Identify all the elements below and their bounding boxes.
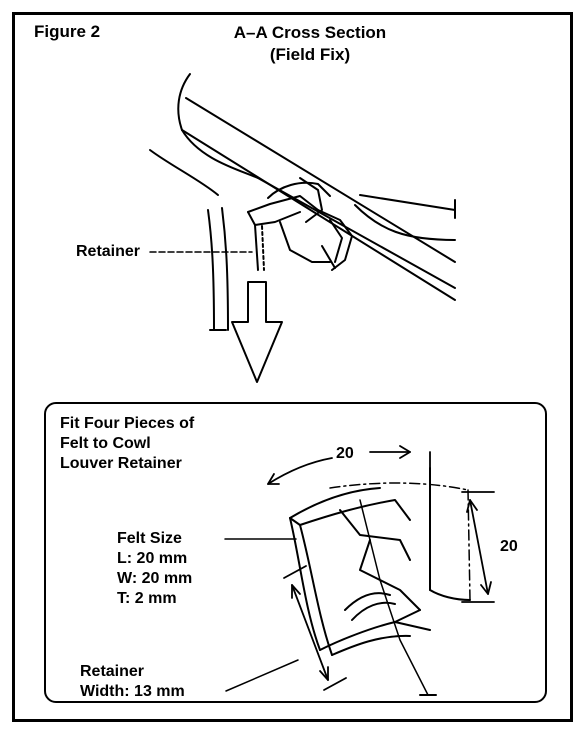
retainer-title: Retainer [80,663,145,680]
detail-view-box [44,402,547,703]
dimension-top-value: 20 [336,445,354,462]
dimension-top-arrow [267,445,431,485]
retainer-width-leader-line [225,659,299,692]
retainer-label: Retainer [76,243,141,260]
felt-retainer-detail [289,467,471,696]
felt-size-spec: Felt Size L: 20 mm W: 20 mm T: 2 mm [117,529,192,609]
dimension-retainer-width [283,565,347,691]
felt-width: W: 20 mm [117,570,193,587]
felt-length: L: 20 mm [117,550,188,567]
title-line-2: (Field Fix) [269,45,351,64]
dimension-right-value: 20 [500,538,518,555]
dimension-right-arrow [461,491,495,603]
title-line-1: A–A Cross Section [233,23,387,42]
felt-thickness: T: 2 mm [117,590,177,607]
retainer-clip-part [247,177,353,271]
vertical-support [207,207,229,331]
instruction-line-3: Louver Retainer [60,455,182,472]
felt-size-title: Felt Size [117,530,182,547]
felt-instruction-text: Fit Four Pieces of Felt to Cowl Louver R… [60,414,194,474]
figure-label: Figure 2 [34,22,101,41]
cowl-panel-outline [149,73,456,301]
figure-frame [12,12,573,722]
instruction-line-2: Felt to Cowl [60,435,151,452]
retainer-width: Width: 13 mm [80,683,185,700]
instruction-line-1: Fit Four Pieces of [60,415,195,432]
down-arrow-icon [231,281,283,383]
figure-title: A–A Cross Section (Field Fix) [210,22,410,66]
retainer-width-spec: Retainer Width: 13 mm [80,662,185,702]
windshield-edge [354,194,456,241]
